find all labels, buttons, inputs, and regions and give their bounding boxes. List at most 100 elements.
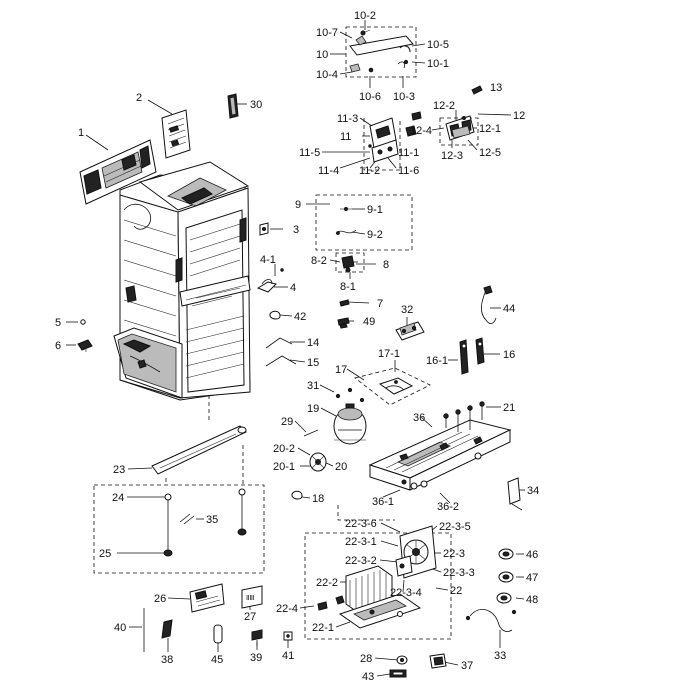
callout-label: 27 <box>244 611 256 623</box>
part-22-assembly <box>317 525 437 629</box>
callout-label: 10-6 <box>359 91 381 103</box>
callout-label: 22-3 <box>443 548 465 560</box>
part-19-compressor <box>333 403 367 445</box>
part-15-bar <box>265 355 297 367</box>
part-17 <box>378 377 414 395</box>
callout-label: 13 <box>490 82 502 94</box>
part-28 <box>396 655 408 665</box>
callout-label: 20-1 <box>273 461 295 473</box>
callout-label: 25 <box>99 548 111 560</box>
callout-label: 15 <box>307 357 319 369</box>
part-31-screws <box>335 387 365 403</box>
callout-label: 9 <box>295 199 301 211</box>
callout-label: 49 <box>363 316 375 328</box>
callout-label: 12-1 <box>479 123 501 135</box>
part-27-print: ⅡⅢ <box>246 595 254 602</box>
callout-label: 4 <box>290 282 296 294</box>
part-14-bar <box>265 337 293 349</box>
part-24-roller <box>164 488 246 501</box>
callout-label: 24 <box>112 492 124 504</box>
callout-label: 16 <box>503 349 515 361</box>
callout-label: 22-1 <box>312 622 334 634</box>
part-13 <box>471 85 483 95</box>
callout-label: 36-1 <box>372 496 394 508</box>
callout-label: 22-2 <box>316 577 338 589</box>
callout-label: 47 <box>526 572 538 584</box>
callout-label: 12-5 <box>479 147 501 159</box>
callout-label: 26 <box>154 593 166 605</box>
callout-label: 44 <box>503 303 515 315</box>
callout-label: 12-2 <box>433 100 455 112</box>
callout-label: 11-3 <box>337 113 358 125</box>
callout-label: 14 <box>307 337 319 349</box>
callout-label: 12 <box>513 110 525 122</box>
part-41 <box>283 631 293 641</box>
callout-label: 48 <box>526 594 538 606</box>
callout-label: 11 <box>340 131 351 143</box>
callout-label: 45 <box>211 654 223 666</box>
group-boxes <box>93 26 479 640</box>
part-39 <box>251 629 263 646</box>
part-42 <box>269 310 281 320</box>
part-4-bracket <box>256 268 284 293</box>
callout-label: 3 <box>293 224 299 236</box>
callout-label: 36-2 <box>437 501 459 513</box>
callout-label: 9-2 <box>367 229 383 241</box>
callout-label: 28 <box>360 653 372 665</box>
part-8-valve <box>341 255 358 273</box>
callout-label: 8-2 <box>311 255 327 267</box>
part-48-grommet <box>496 592 512 604</box>
part-1-back-cover <box>79 139 157 205</box>
part-35-screws <box>179 513 195 525</box>
part-5 <box>80 319 86 325</box>
callout-label: 11-4 <box>318 165 339 177</box>
part-34 <box>507 477 523 511</box>
callout-label: 16-1 <box>426 355 448 367</box>
callout-label: 22-3-1 <box>345 536 377 548</box>
callout-label: 10-4 <box>316 69 338 81</box>
callout-label: 22-3-2 <box>345 555 377 567</box>
callout-label: 38 <box>161 654 173 666</box>
part-16-fan <box>459 337 485 375</box>
callout-label: 7 <box>377 298 383 310</box>
callout-label: 34 <box>527 485 539 497</box>
callout-label: 20 <box>335 461 347 473</box>
part-25-leveling-leg <box>163 495 247 557</box>
part-43 <box>389 669 407 678</box>
callout-label: 10-1 <box>427 58 449 70</box>
callout-label: 29 <box>281 416 293 428</box>
callout-label: 22-3-6 <box>345 518 377 530</box>
callout-label: 1 <box>78 127 84 139</box>
part-9-group <box>335 207 357 235</box>
callout-label: 41 <box>282 650 294 662</box>
callout-label: 22-3-4 <box>390 587 422 599</box>
callout-label: 46 <box>526 549 538 561</box>
part-6 <box>77 339 93 352</box>
callout-label: 31 <box>307 380 319 392</box>
part-27-board: ⅡⅢ <box>241 585 263 609</box>
part-33-wire <box>465 609 517 632</box>
callout-label: 30 <box>250 99 262 111</box>
part-20-fan-motor <box>309 452 327 472</box>
callout-label: 22-4 <box>276 603 298 615</box>
callout-label: 4-1 <box>260 254 276 266</box>
part-23-front-bar <box>151 425 247 475</box>
callout-label: 20-2 <box>273 443 295 455</box>
part-12-assembly <box>445 115 475 141</box>
part-47-grommet <box>498 571 514 583</box>
callout-label: 5 <box>55 317 61 329</box>
main-cabinet <box>113 161 251 401</box>
callout-label: 36 <box>413 412 425 424</box>
part-30-strip <box>227 93 239 119</box>
part-7 <box>339 299 350 307</box>
part-10-top-cover-assembly <box>349 29 414 73</box>
part-49 <box>337 317 350 329</box>
callout-label: 37 <box>461 660 473 672</box>
callout-label: 10-2 <box>354 10 376 22</box>
callout-label: 8-1 <box>340 281 356 293</box>
part-26-board <box>189 583 225 613</box>
callout-label: 11-5 <box>299 147 320 159</box>
callout-label: 10-3 <box>393 91 415 103</box>
part-12-4 <box>405 125 417 137</box>
